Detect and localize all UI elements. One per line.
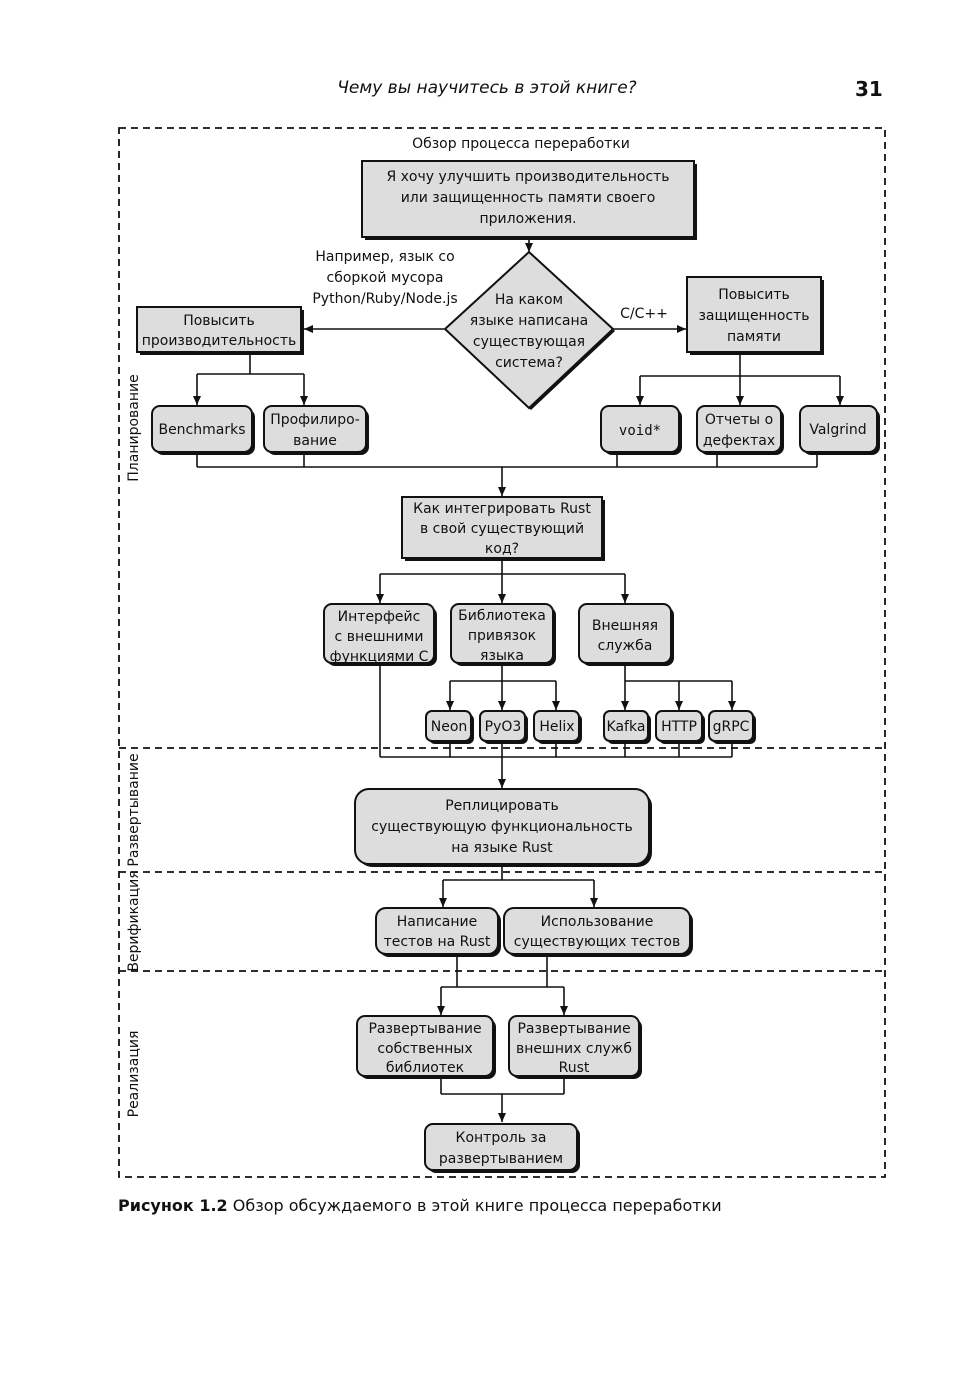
- svg-text:Neon: Neon: [431, 719, 468, 735]
- void-pointer-box: void*: [600, 405, 682, 455]
- svg-text:Helix: Helix: [539, 719, 574, 735]
- svg-text:Benchmarks: Benchmarks: [158, 422, 245, 438]
- svg-text:HTTP: HTTP: [661, 719, 697, 735]
- edge-label-c: C/C++: [620, 306, 668, 322]
- figure-caption: Рисунок 1.2 Обзор обсуждаемого в этой кн…: [118, 1196, 722, 1215]
- svg-text:Профилиро-вание: Профилиро-вание: [270, 412, 360, 449]
- svg-text:PyO3: PyO3: [485, 719, 522, 735]
- phase-implementation: Реализация: [126, 1031, 142, 1118]
- valgrind-box: Valgrind: [799, 405, 880, 455]
- phase-verification: Верификация: [126, 870, 142, 971]
- profiling-box: Профилиро-вание: [263, 405, 369, 455]
- grpc-box: gRPC: [708, 710, 756, 744]
- kafka-box: Kafka: [603, 710, 651, 744]
- svg-text:Valgrind: Valgrind: [809, 422, 866, 438]
- phase-deployment: Развертывание: [126, 753, 142, 866]
- neon-box: Neon: [425, 710, 474, 744]
- svg-text:void*: void*: [619, 423, 661, 439]
- diagram-title: Обзор процесса переработки: [412, 136, 630, 152]
- connectors: [193, 238, 844, 1122]
- running-header-title: Чему вы научитесь в этой книге?: [337, 78, 637, 98]
- svg-text:gRPC: gRPC: [713, 719, 750, 735]
- figure-caption-text: Обзор обсуждаемого в этой книге процесса…: [227, 1196, 722, 1215]
- http-box: HTTP: [655, 710, 705, 744]
- helix-box: Helix: [533, 710, 582, 744]
- pyo3-box: PyO3: [479, 710, 528, 744]
- benchmarks-box: Benchmarks: [151, 405, 255, 455]
- frame: [118, 127, 886, 1178]
- svg-text:Kafka: Kafka: [607, 719, 646, 735]
- phase-planning: Планирование: [126, 374, 142, 481]
- page-number: 31: [855, 77, 883, 101]
- figure-caption-label: Рисунок 1.2: [118, 1196, 228, 1215]
